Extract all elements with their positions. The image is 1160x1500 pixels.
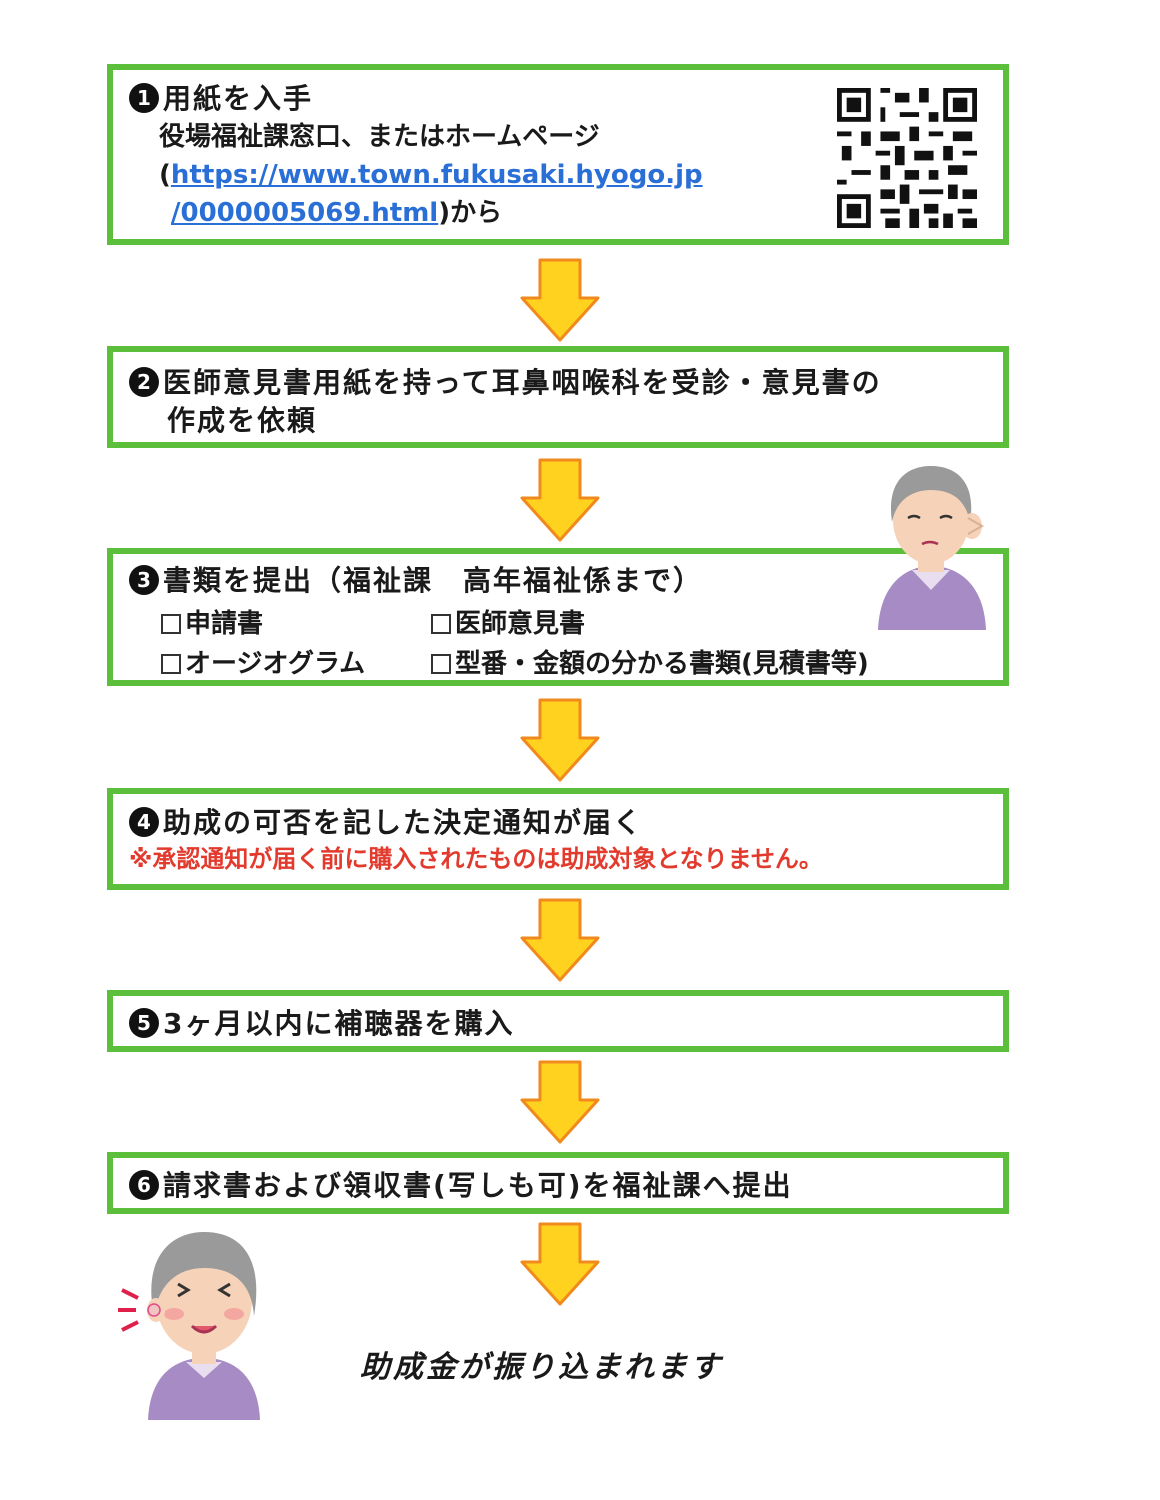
checklist-item: 申請書: [161, 604, 431, 644]
checkbox-icon: [431, 654, 451, 674]
elderly-happy-hearing-illustration: [118, 1232, 260, 1420]
step-number-6: 6: [129, 1170, 159, 1200]
form-url-link-part2[interactable]: /0000005069.html: [171, 198, 439, 228]
down-arrow-icon: [520, 698, 600, 782]
step-number-1: 1: [129, 83, 159, 113]
document-checklist-row-1: 申請書医師意見書: [161, 604, 869, 644]
down-arrow-icon: [520, 458, 600, 542]
elderly-hard-of-hearing-illustration: [878, 466, 986, 630]
step-number-4: 4: [129, 807, 159, 837]
step-number-3: 3: [129, 565, 159, 595]
step-number-2: 2: [129, 367, 159, 397]
down-arrow-icon: [520, 1060, 600, 1144]
checklist-item: 医師意見書: [431, 609, 585, 639]
down-arrow-icon: [520, 258, 600, 342]
checkbox-icon: [431, 614, 451, 634]
final-result-text: 助成金が振り込まれます: [360, 1350, 723, 1385]
checkbox-icon: [161, 654, 181, 674]
form-url-link-part1[interactable]: https://www.town.fukusaki.hyogo.jp: [170, 160, 703, 190]
step-1-line-2: (https://www.town.fukusaki.hyogo.jp: [159, 160, 703, 190]
document-checklist-row-2: オージオグラム型番・金額の分かる書類(見積書等): [161, 644, 869, 684]
step-1-line-1: 役場福祉課窓口、またはホームページ: [159, 122, 600, 152]
step-number-5: 5: [129, 1008, 159, 1038]
step-1-line-3: /0000005069.html)から: [171, 198, 503, 228]
qr-code-icon: [837, 88, 977, 228]
checkbox-icon: [161, 614, 181, 634]
checklist-item: 型番・金額の分かる書類(見積書等): [431, 649, 869, 679]
down-arrow-icon: [520, 1222, 600, 1306]
down-arrow-icon: [520, 898, 600, 982]
checklist-item: オージオグラム: [161, 644, 431, 684]
step-2-title-line-2: 作成を依頼: [167, 404, 318, 437]
step-4-warning: ※承認通知が届く前に購入されたものは助成対象となりません。: [129, 845, 823, 873]
